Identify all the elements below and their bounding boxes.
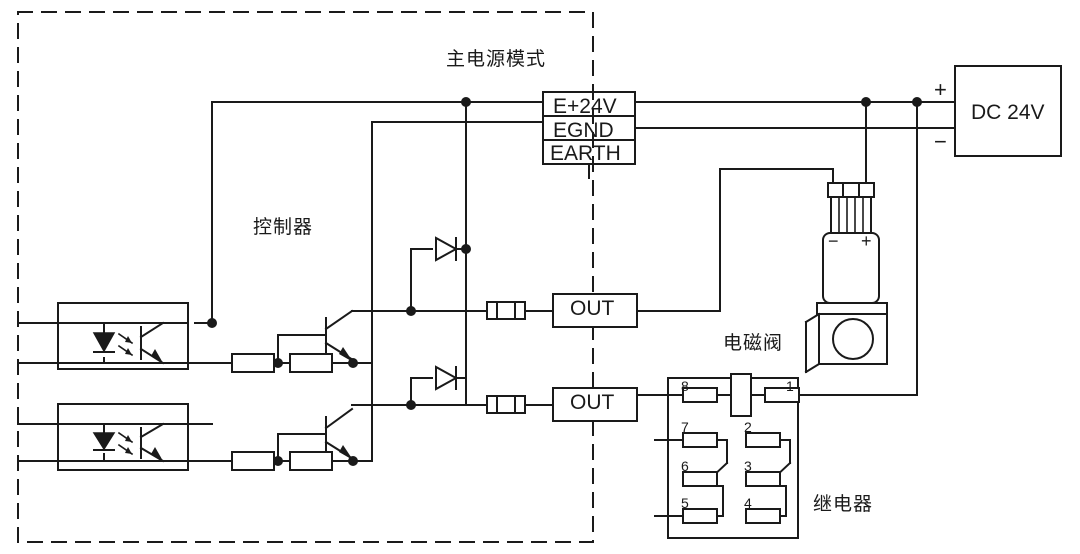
opto2-pt-arrow: [151, 447, 163, 461]
relay-pin-number-8: 8: [681, 378, 689, 394]
solenoid-valve-label: 电磁阀: [723, 333, 784, 354]
junction-d1-anode-rail: [461, 244, 471, 254]
opto2-emission-arrows: [117, 431, 134, 456]
resistor-r2: [289, 353, 333, 373]
resistor-r1: [231, 353, 275, 373]
main-power-mode-title: 主电源模式: [446, 49, 547, 70]
relay-pin-number-6: 6: [681, 458, 689, 474]
relay-pin2-terminal: [745, 432, 781, 448]
relay-label: 继电器: [813, 494, 874, 515]
relay-pin-number-5: 5: [681, 495, 689, 511]
solenoid-valve-block-edge-bot: [804, 362, 821, 374]
fuse-2-body: [486, 395, 526, 414]
relay-pin7-terminal: [682, 432, 718, 448]
relay-coil: [730, 373, 752, 417]
junction-e24v-rail: [461, 97, 471, 107]
relay-pin-number-3: 3: [744, 458, 752, 474]
out-box-2-label: OUT: [570, 391, 615, 414]
dc-supply-minus-sign: −: [934, 129, 947, 154]
solenoid-coil-fin-lines: [838, 196, 864, 234]
d1-triangle: [435, 236, 459, 262]
optocoupler-2-outline: [57, 403, 189, 471]
dc-supply-plus-sign: +: [934, 77, 947, 102]
solenoid-connector-cap: [827, 182, 875, 198]
optocoupler-1-outline: [57, 302, 189, 370]
relay-pin5-terminal: [682, 508, 718, 524]
opto1-pt-collector: [139, 321, 165, 339]
solenoid-valve-block: [818, 313, 888, 365]
resistor-r4: [289, 451, 333, 471]
opto2-pt-collector: [139, 422, 165, 439]
solenoid-minus-sign: −: [828, 231, 839, 251]
relay-pin3-terminal: [745, 471, 781, 487]
fuse-1-body: [486, 301, 526, 320]
solenoid-coil-fins: [830, 196, 872, 234]
relay-pin-number-1: 1: [786, 378, 794, 394]
dc-supply-box: [954, 65, 1062, 157]
solenoid-port-circle: [832, 318, 874, 360]
out-box-2: [552, 387, 638, 422]
opto1-emission-arrows: [117, 332, 134, 357]
out-box-1-label: OUT: [570, 297, 615, 320]
relay-pin6-terminal: [682, 471, 718, 487]
relay-pin-number-2: 2: [744, 419, 752, 435]
q1-emitter-arrow: [339, 347, 353, 362]
terminal-row-e24v: E+24V: [553, 95, 617, 118]
terminal-row-egnd: EGND: [553, 119, 614, 142]
dc-supply-label: DC 24V: [971, 101, 1045, 124]
opto1-pt-arrow: [151, 349, 163, 363]
relay-pin4-terminal: [745, 508, 781, 524]
solenoid-valve-block-edge-top: [804, 312, 821, 324]
q1-collector: [324, 309, 354, 331]
solenoid-plus-sign: +: [861, 231, 872, 251]
d2-triangle: [435, 365, 459, 391]
opto2-led-triangle: [92, 432, 116, 451]
out-box-1: [552, 293, 638, 328]
q2-emitter-arrow: [339, 445, 353, 460]
controller-label: 控制器: [253, 217, 314, 238]
solenoid-base-plate: [816, 302, 888, 315]
relay-pin-number-7: 7: [681, 419, 689, 435]
opto1-led-triangle: [92, 332, 116, 353]
resistor-r3: [231, 451, 275, 471]
controller-boundary-dashed: [17, 11, 594, 543]
relay-pin-number-4: 4: [744, 495, 752, 511]
q2-collector: [324, 407, 354, 430]
terminal-row-earth: EARTH: [550, 142, 621, 165]
